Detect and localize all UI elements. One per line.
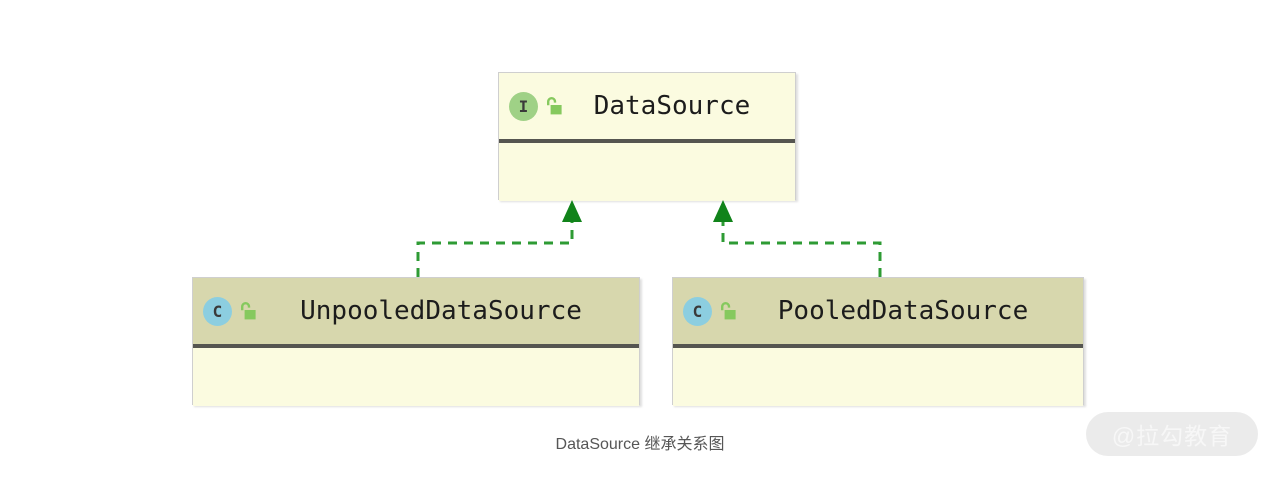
inheritance-arrowhead-icon (713, 200, 733, 222)
class-badge-icon: C (203, 296, 232, 326)
uml-node-header: C UnpooledDataSource (193, 278, 639, 348)
uml-node-unpooleddatasource[interactable]: C UnpooledDataSource (192, 277, 640, 406)
uml-node-members (193, 348, 639, 406)
uml-node-header: C PooledDataSource (673, 278, 1083, 348)
diagram-caption: DataSource 继承关系图 (555, 436, 725, 453)
watermark: @拉勾教育 (1086, 412, 1258, 456)
inheritance-arrowhead-icon (562, 200, 582, 222)
uml-node-name: DataSource (593, 91, 751, 121)
class-badge-icon: C (683, 296, 712, 326)
uml-node-members (499, 143, 795, 201)
connector-line (416, 221, 574, 277)
uml-node-members (673, 348, 1083, 406)
uml-node-datasource[interactable]: I DataSource (498, 72, 796, 201)
interface-badge-icon: I (509, 91, 538, 121)
unlocked-padlock-icon (721, 302, 736, 320)
uml-node-pooleddatasource[interactable]: C PooledDataSource (672, 277, 1084, 406)
uml-node-name: PooledDataSource (777, 296, 1029, 326)
connector-line (721, 221, 882, 277)
uml-node-name: UnpooledDataSource (300, 296, 582, 326)
unlocked-padlock-icon (241, 302, 256, 320)
uml-node-header: I DataSource (499, 73, 795, 143)
unlocked-padlock-icon (547, 97, 562, 115)
